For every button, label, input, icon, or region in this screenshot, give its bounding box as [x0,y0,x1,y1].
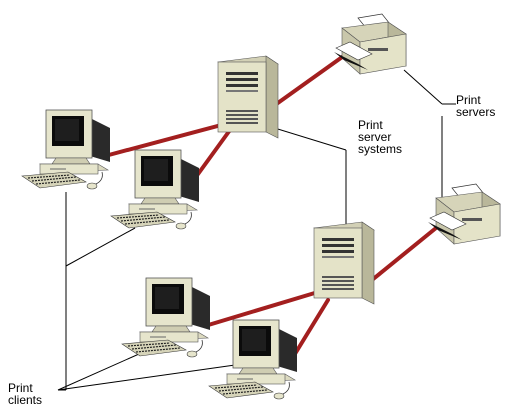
callout-lines [57,69,456,391]
desktop-computer-icon [121,277,211,358]
printer-icon [427,183,501,245]
server-tower-icon [217,55,279,139]
network-links [103,53,438,364]
label-line: clients [8,393,43,407]
print-servers-label: Print servers [456,94,495,118]
label-line: Print [8,381,33,395]
print-server-systems-label: Print server systems [358,119,402,155]
label-line: systems [358,142,403,156]
server-tower-icon [313,221,375,305]
label-line: Print [456,93,481,107]
print-clients-label: Print clients [8,382,42,406]
desktop-computer-icon [21,109,111,190]
desktop-computer-icon [110,149,200,230]
label-line: server [358,130,392,144]
printer-icon [333,13,407,75]
label-line: servers [456,105,496,119]
desktop-computer-icon [208,319,298,400]
label-line: Print [358,118,383,132]
